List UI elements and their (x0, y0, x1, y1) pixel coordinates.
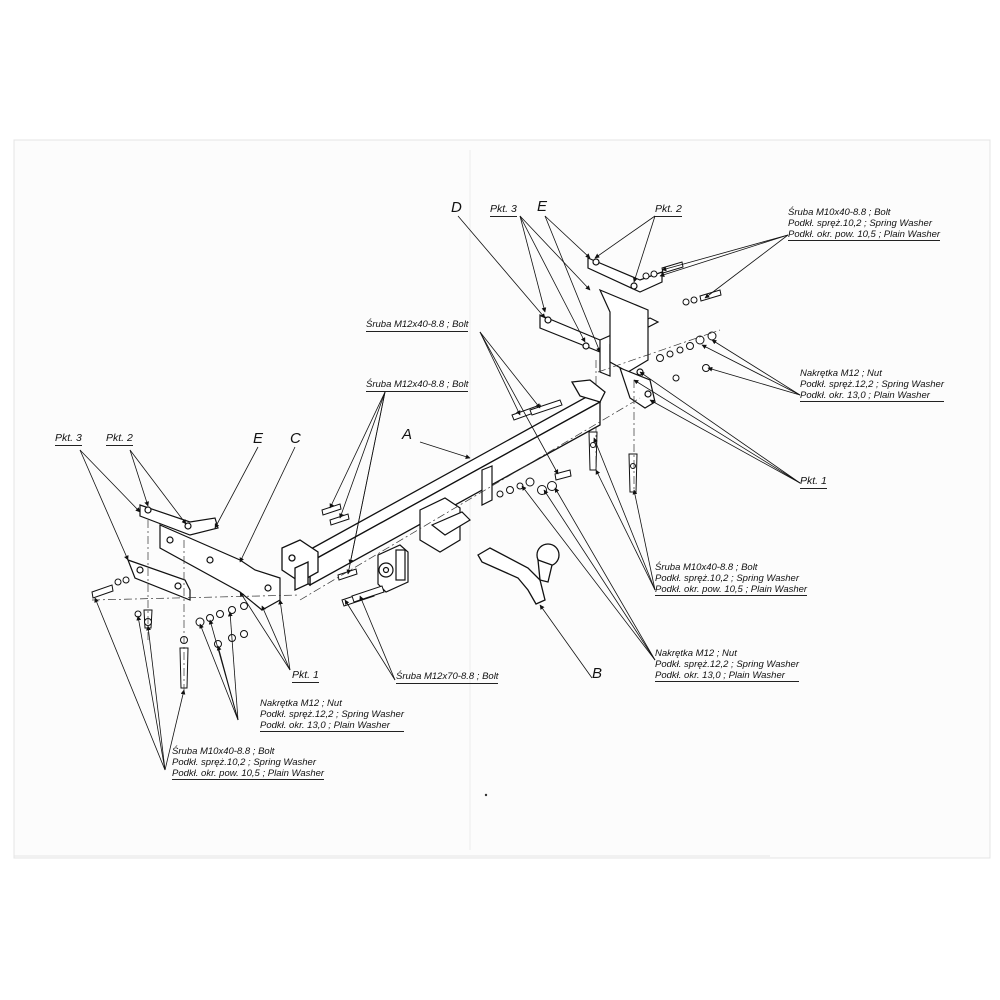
label-pkt2-left: Pkt. 2 (106, 432, 133, 446)
axis-left-3 (91, 594, 301, 601)
crossbar-a (281, 379, 606, 592)
callout-plain-washer-text: Podkł. okr. 13,0 ; Plain Washer (800, 390, 930, 401)
callout-centre-bolt: Śruba M10x40-8.8 ; Bolt Podkł. spręż.10,… (655, 562, 808, 596)
label-a: A (402, 426, 413, 443)
paper-sheet (13, 139, 991, 859)
callout-plain-washer-text: Podkł. okr. 13,0 ; Plain Washer (655, 670, 785, 681)
label-c: C (290, 430, 301, 447)
callout-nut-text: Nakrętka M12 ; Nut (800, 368, 882, 379)
label-pkt1-left: Pkt. 1 (292, 669, 319, 683)
callout-plain-washer-text: Podkł. okr. pow. 10,5 ; Plain Washer (655, 584, 808, 595)
callout-plain-washer-text: Podkł. okr. pow. 10,5 ; Plain Washer (788, 229, 941, 240)
callout-bolt-text: Śruba M10x40-8.8 ; Bolt (788, 207, 891, 218)
label-e-right: E (537, 198, 548, 215)
callout-centre-nut: Nakrętka M12 ; Nut Podkł. spręż.12,2 ; S… (655, 648, 799, 682)
callout-bolt-m12x40-upper: Śruba M12x40-8.8 ; Bolt (366, 319, 469, 332)
label-pkt3-left: Pkt. 3 (55, 432, 82, 446)
callout-bolt-text: Śruba M10x40-8.8 ; Bolt (172, 746, 275, 757)
right-bracket-e (587, 257, 663, 409)
label-d: D (451, 199, 462, 216)
callout-nut-text: Nakrętka M12 ; Nut (260, 698, 342, 709)
scan-dot (484, 793, 488, 797)
callout-spring-washer-text: Podkł. spręż.10,2 ; Spring Washer (788, 218, 932, 229)
label-e-left: E (253, 430, 264, 447)
label-pkt1-right: Pkt. 1 (800, 475, 827, 489)
socket-plate (377, 544, 409, 593)
callout-spring-washer-text: Podkł. spręż.12,2 ; Spring Washer (800, 379, 944, 390)
callout-plain-washer-text: Podkł. okr. 13,0 ; Plain Washer (260, 720, 390, 731)
centre-mount (419, 465, 493, 553)
callout-spring-washer-text: Podkł. spręż.12,2 ; Spring Washer (655, 659, 799, 670)
callout-bolt-text: Śruba M10x40-8.8 ; Bolt (655, 562, 758, 573)
axis-centre (299, 397, 641, 601)
callout-plain-washer-text: Podkł. okr. pow. 10,5 ; Plain Washer (172, 768, 325, 779)
left-bracket-c (126, 524, 281, 611)
leader-lines (79, 215, 801, 771)
callout-bolt-m12x40-lower: Śruba M12x40-8.8 ; Bolt (366, 379, 469, 392)
callout-bolt-m12x70: Śruba M12x70-8.8 ; Bolt (396, 671, 499, 684)
label-pkt3-right: Pkt. 3 (490, 203, 517, 217)
callout-spring-washer-text: Podkł. spręż.10,2 ; Spring Washer (172, 757, 316, 768)
axis-right-3 (597, 329, 721, 373)
callout-left-bolt: Śruba M10x40-8.8 ; Bolt Podkł. spręż.10,… (172, 746, 325, 780)
callout-spring-washer-text: Podkł. spręż.10,2 ; Spring Washer (655, 573, 799, 584)
callout-spring-washer-text: Podkł. spręż.12,2 ; Spring Washer (260, 709, 404, 720)
callout-left-nut: Nakrętka M12 ; Nut Podkł. spręż.12,2 ; S… (260, 698, 404, 732)
tow-ball-b (477, 543, 560, 605)
callout-nut-text: Nakrętka M12 ; Nut (655, 648, 737, 659)
callout-right-nut: Nakrętka M12 ; Nut Podkł. spręż.12,2 ; S… (800, 368, 944, 402)
label-pkt2-right: Pkt. 2 (655, 203, 682, 217)
callout-right-top-bolt: Śruba M10x40-8.8 ; Bolt Podkł. spręż.10,… (788, 207, 941, 241)
label-b: B (592, 665, 603, 682)
